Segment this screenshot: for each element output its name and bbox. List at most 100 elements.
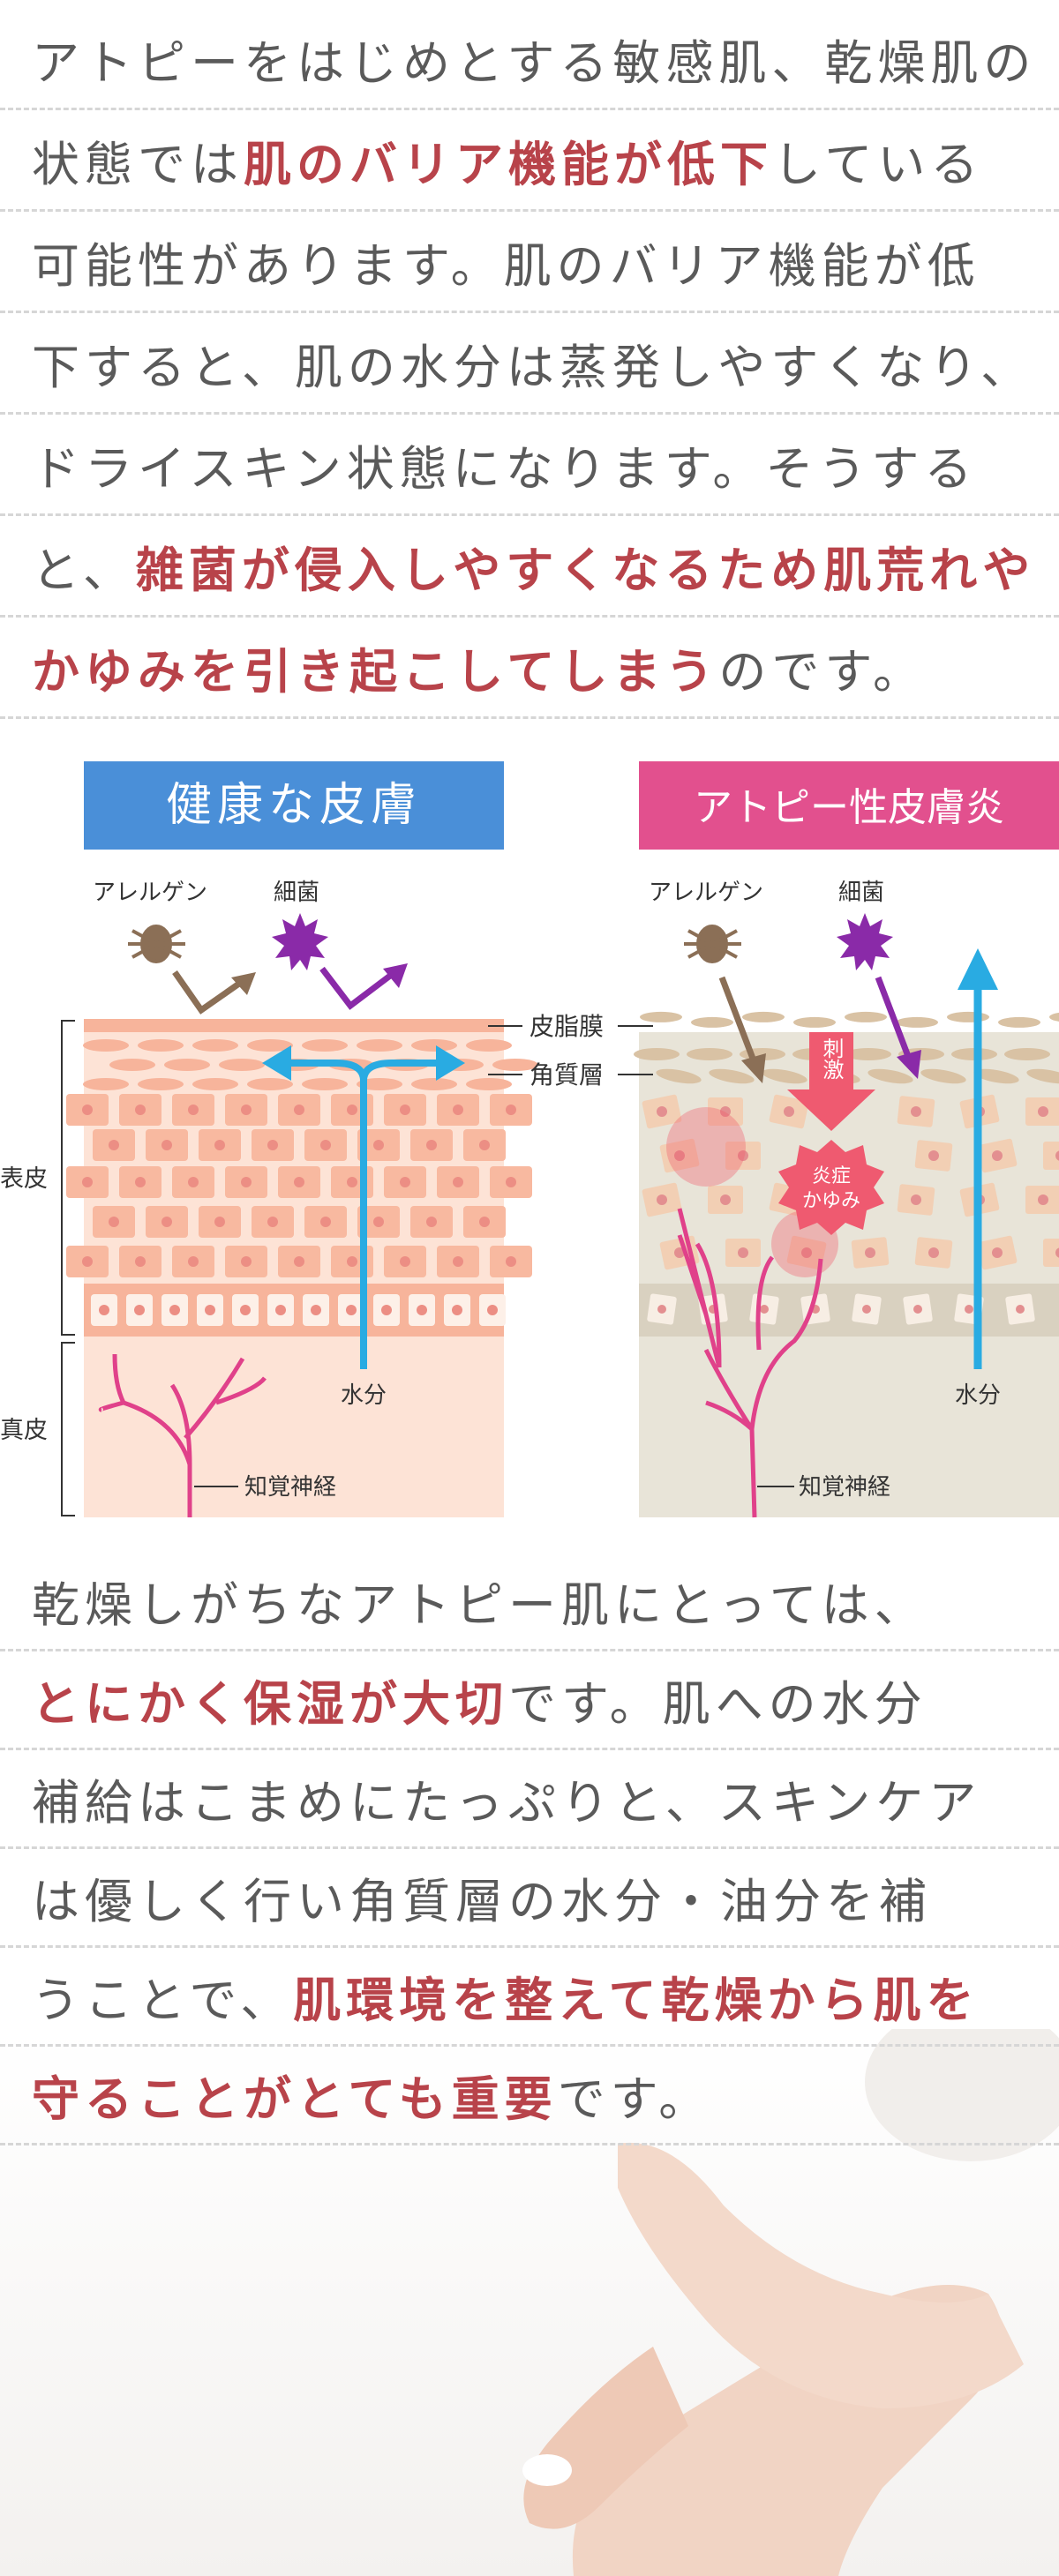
- skin-cell: [657, 1305, 666, 1314]
- skin-cell: [241, 1105, 252, 1115]
- skin-cell: [161, 1140, 172, 1150]
- skin-cell: [1026, 1068, 1059, 1084]
- skin-cell: [138, 1078, 184, 1090]
- hand-shape: [523, 2347, 688, 2529]
- text-line: とにかく保湿が大切です。肌への水分: [0, 1651, 1059, 1750]
- skin-cell: [1016, 1305, 1025, 1314]
- healthy-water-label: 水分: [341, 1382, 387, 1409]
- bacteria-icon: [272, 913, 328, 970]
- skin-cell: [506, 1256, 516, 1267]
- healthy-header: [84, 761, 504, 850]
- skin-cell: [1055, 1247, 1059, 1258]
- emphasis-text: とにかく保湿が大切: [32, 1676, 508, 1732]
- sebum-label: 皮脂膜: [530, 1012, 604, 1041]
- text-line: 状態では肌のバリア機能が低下している: [0, 110, 1059, 212]
- mite-icon: [684, 925, 741, 963]
- skin-cell: [138, 1039, 184, 1052]
- text-line: 乾燥しがちなアトピー肌にとっては、: [0, 1553, 1059, 1651]
- skin-cell: [479, 1217, 490, 1227]
- skin-cell: [845, 1011, 887, 1022]
- skin-comparison-diagram: 健康な皮膚 アトピー性皮膚炎 アレルゲン 細菌 アレルゲン 細菌 水分: [0, 761, 1059, 1518]
- skin-cell: [742, 1011, 785, 1022]
- skin-cell: [135, 1105, 146, 1115]
- skin-cell: [1049, 1012, 1059, 1022]
- emphasis-text: 肌環境を整えて乾燥から肌を: [293, 1973, 980, 2028]
- skin-cell: [862, 1305, 871, 1314]
- text-line: ドライスキン状態になります。そうする: [0, 415, 1059, 516]
- emphasis-text: 肌のバリア機能が低下: [244, 136, 773, 192]
- skin-cell: [720, 1194, 731, 1205]
- body-text: うことで、: [32, 1973, 294, 2028]
- bacteria-penetrate-arrow: [875, 976, 913, 1060]
- body-text: 下すると、肌の水分は蒸発しやすくなり、: [32, 339, 1034, 395]
- skin-cell: [400, 1177, 410, 1187]
- skin-cell: [793, 1016, 836, 1028]
- healthy-bacteria-label: 細菌: [274, 880, 319, 906]
- skin-cell: [109, 1059, 155, 1071]
- text-line: と、雑菌が侵入しやすくなるため肌荒れや: [0, 516, 1059, 618]
- skin-cell: [267, 1140, 278, 1150]
- emphasis-text: かゆみを引き起こしてしまう: [32, 643, 719, 700]
- body-text: と、: [32, 542, 136, 598]
- body-text: は優しく行い角質層の水分・油分を補: [32, 1874, 932, 1929]
- skin-cell: [1043, 1239, 1059, 1267]
- text-line: 守ることがとても重要です。: [0, 2047, 1059, 2145]
- body-text: 可能性があります。肌のバリア機能が低: [32, 237, 980, 294]
- skin-cell: [691, 1016, 733, 1028]
- body-text: 補給はこまめにたっぷりと、スキンケア: [32, 1775, 982, 1831]
- skin-cell: [896, 1016, 938, 1028]
- skin-cell: [640, 1011, 682, 1022]
- sensory-nerve: [677, 1208, 823, 1518]
- atopic-allergen-label: アレルゲン: [649, 880, 763, 906]
- skin-cell: [998, 1016, 1040, 1028]
- skin-cell: [134, 1305, 145, 1315]
- atopic-bacteria-label: 細菌: [838, 880, 884, 906]
- skin-cell: [466, 1078, 512, 1090]
- cream-dab: [522, 2454, 572, 2486]
- skin-cell: [487, 1305, 498, 1315]
- atopic-nerve-label: 知覚神経: [799, 1474, 890, 1501]
- body-text: 状態では: [32, 136, 244, 192]
- allergen-penetrate-arrow: [718, 976, 758, 1065]
- stimulus-label: 刺激: [819, 1037, 844, 1080]
- skin-cell: [738, 1247, 748, 1258]
- dermis-bracket: [61, 1342, 75, 1516]
- skin-cell: [634, 1048, 680, 1060]
- skin-cell: [302, 1039, 348, 1052]
- skin-cell: [687, 1048, 732, 1060]
- healthy-title: 健康な皮膚: [166, 779, 422, 832]
- body-text: 乾燥しがちなアトピー肌にとっては、: [32, 1577, 928, 1633]
- healthy-skin: [66, 1019, 538, 1517]
- skin-cell: [453, 1105, 463, 1115]
- mite-icon: [128, 925, 185, 963]
- skin-cell: [506, 1105, 516, 1115]
- skin-cell: [192, 1039, 238, 1052]
- epidermis-label: 表皮: [0, 1165, 48, 1193]
- bacteria-icon: [837, 913, 893, 970]
- atopic-title: アトピー性皮膚炎: [694, 785, 1004, 830]
- skin-cell: [83, 1078, 129, 1090]
- epidermis-bracket: [61, 1020, 75, 1336]
- skin-cell: [762, 1068, 807, 1084]
- hand-shape: [618, 2142, 1024, 2408]
- skin-cell: [453, 1256, 463, 1267]
- skin-cell: [169, 1305, 180, 1315]
- skin-cell: [1004, 1048, 1050, 1060]
- skin-cell: [82, 1256, 93, 1267]
- skin-cell: [135, 1256, 146, 1267]
- skin-cell: [205, 1305, 215, 1315]
- atopic-header: [639, 761, 1059, 850]
- skin-cell: [466, 1039, 512, 1052]
- skin-cell: [920, 1068, 966, 1084]
- text-line: 補給はこまめにたっぷりと、スキンケア: [0, 1750, 1059, 1849]
- skin-cell: [311, 1305, 321, 1315]
- dermis-label: 真皮: [0, 1417, 48, 1444]
- skin-cell: [320, 1217, 331, 1227]
- skin-cell: [109, 1140, 119, 1150]
- inflammation-burst: [778, 1140, 884, 1235]
- stimulus-arrow: [787, 1032, 875, 1131]
- skin-cell: [241, 1177, 252, 1187]
- skin-cell: [709, 1068, 755, 1084]
- skin-cell: [347, 1177, 357, 1187]
- skin-cell: [346, 1305, 357, 1315]
